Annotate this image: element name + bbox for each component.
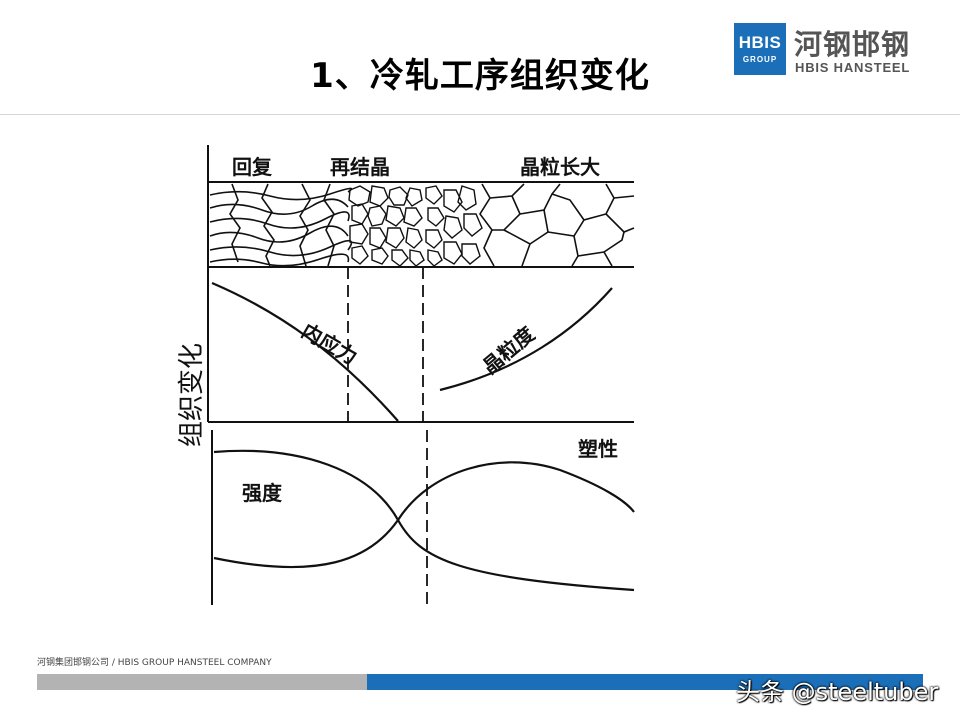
grain-size-label: 晶粒度 [478, 321, 540, 379]
footer-company-name: 河钢集团邯钢公司 / HBIS GROUP HANSTEEL COMPANY [37, 658, 272, 668]
slide-title: 1、冷轧工序组织变化 [310, 56, 650, 96]
grain-structure-band [209, 183, 635, 267]
company-logo: HBIS GROUP 河钢邯钢 HBIS HANSTEEL [734, 23, 934, 77]
footer-blue-bar [367, 674, 923, 690]
logo-english-name: HBIS HANSTEEL [795, 60, 911, 75]
strength-label: 强度 [242, 481, 283, 505]
y-axis-label: 组织变化 [177, 343, 207, 447]
watermark-text: 头条 @steeltuber [736, 678, 939, 706]
footer-gray-bar [37, 674, 367, 690]
plasticity-label: 塑性 [578, 437, 618, 461]
grain-size-curve [439, 287, 613, 392]
stage-label-recrystallization: 再结晶 [330, 155, 390, 179]
plasticity-curve [213, 461, 635, 569]
strength-curve [213, 449, 635, 592]
stage-label-recovery: 回复 [232, 155, 273, 179]
logo-chinese-name: 河钢邯钢 [794, 28, 911, 61]
logo-badge-subtext: GROUP [742, 55, 778, 64]
stage-label-grain-growth: 晶粒长大 [520, 155, 600, 179]
header-divider [0, 114, 960, 115]
internal-stress-curve [211, 281, 399, 422]
hbis-logo-badge: HBIS GROUP [734, 23, 786, 75]
internal-stress-label: 内应力 [298, 319, 362, 370]
logo-badge-text: HBIS [738, 33, 782, 52]
